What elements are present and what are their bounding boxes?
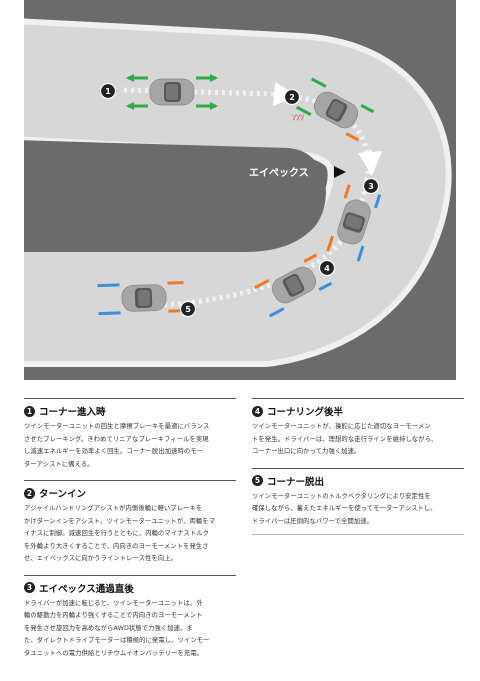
car-1 xyxy=(126,74,218,110)
svg-text:5: 5 xyxy=(185,305,191,314)
body-line: ツインモーターユニットの回生と摩擦ブレーキを最適にバランス xyxy=(24,423,210,430)
body-line: せ、エイペックスに向かうライントレース性を向上。 xyxy=(24,555,178,562)
body-line: アジャイルハンドリングアシストが内側後輪に軽いブレーキを xyxy=(24,505,203,512)
car-5 xyxy=(97,281,185,316)
section-heading: 4 コーナリング後半 xyxy=(252,404,464,418)
section-heading: 2 ターンイン xyxy=(24,486,236,500)
body-line: 輪の駆動力を内輪より強くすることで内向きのヨーモーメント xyxy=(24,612,203,619)
body-line: ツインモーターユニットが、操舵に応じた適切なヨーモーメン xyxy=(252,423,431,430)
step-number-badge: 2 xyxy=(24,487,35,499)
badge-1: 1 xyxy=(99,82,117,100)
direction-arrow-2 xyxy=(358,149,383,176)
badge-5: 5 xyxy=(179,300,197,318)
step-number-badge: 5 xyxy=(252,475,263,486)
body-line: かけターンインをアシスト。ツインモーターユニットが、両輪をマ xyxy=(24,517,216,525)
body-line: ドライバーは圧倒的なパワーで全開加速。 xyxy=(252,517,374,525)
section-body: ドライバーが加速に転じると、ツインモーターユニットは、外 輪の駆動力を内輪より強… xyxy=(24,598,236,661)
svg-text:1: 1 xyxy=(105,87,111,96)
body-line: させたブレーキング。きわめてリニアなブレーキフィールを実現 xyxy=(24,435,209,443)
section-4: 4 コーナリング後半 ツインモーターユニットが、操舵に応じた適切なヨーモーメン … xyxy=(252,398,464,459)
section-title: コーナー進入時 xyxy=(39,407,106,418)
body-line: ターアシストに備える。 xyxy=(24,460,94,468)
section-title: コーナー脱出 xyxy=(267,476,325,488)
section-title: エイペックス通過直後 xyxy=(39,583,134,595)
section-divider xyxy=(252,398,464,399)
body-line: し減速エネルギーを効率よく回生。コーナー脱出加速時のモー xyxy=(24,448,204,455)
body-line: を発生させ旋回力を高めながらAWD状態で力強く加速。ま xyxy=(24,624,193,632)
section-divider xyxy=(24,480,236,481)
step-number-badge: 1 xyxy=(24,405,35,417)
description-sections: 1 コーナー進入時 ツインモーターユニットの回生と摩擦ブレーキを最適にバランス … xyxy=(24,398,464,669)
section-divider xyxy=(24,574,236,576)
svg-text:3: 3 xyxy=(368,182,374,191)
section-body: ツインモーターユニットが、操舵に応じた適切なヨーモーメン トを発生。ドライバーは… xyxy=(252,421,464,459)
body-line: コーナー出口に向かって力強く加速。 xyxy=(252,448,361,455)
section-end-divider xyxy=(252,534,464,535)
section-heading: 5 コーナー脱出 xyxy=(252,474,464,488)
badge-3: 3 xyxy=(362,177,380,195)
car-4 xyxy=(253,253,333,318)
body-line: ツインモーターユニットのトルクベクタリングにより安定性を xyxy=(252,492,431,500)
step-number-badge: 3 xyxy=(24,582,35,593)
section-title: ターンイン xyxy=(39,489,87,500)
section-body: ツインモーターユニットの回生と摩擦ブレーキを最適にバランス させたブレーキング。… xyxy=(24,421,236,471)
left-column: 1 コーナー進入時 ツインモーターユニットの回生と摩擦ブレーキを最適にバランス … xyxy=(24,398,236,669)
body-line: トを発生。ドライバーは、理想的な走行ラインを維持しながら、 xyxy=(252,435,438,443)
section-heading: 1 コーナー進入時 xyxy=(24,404,236,418)
body-line: ドライバーが加速に転じると、ツインモーターユニットは、外 xyxy=(24,599,203,607)
section-3: 3 エイペックス通過直後 ドライバーが加速に転じると、ツインモーターユニットは、… xyxy=(24,574,236,661)
section-heading: 3 エイペックス通過直後 xyxy=(24,581,236,595)
cornering-diagram: ｿｿｿ エイペックス 1 2 xyxy=(24,0,456,380)
infield xyxy=(24,140,326,252)
svg-text:4: 4 xyxy=(324,264,330,273)
section-body: アジャイルハンドリングアシストが内側後輪に軽いブレーキを かけターンインをアシス… xyxy=(24,503,236,566)
body-line: を外輪より大きくすることで、内向きのヨーモーメントを発生さ xyxy=(24,542,209,550)
section-2: 2 ターンイン アジャイルハンドリングアシストが内側後輪に軽いブレーキを かけタ… xyxy=(24,480,236,566)
brake-mark: ｿｿｿ xyxy=(292,113,304,122)
car-3 xyxy=(326,184,382,262)
section-divider xyxy=(24,398,236,399)
section-1: 1 コーナー進入時 ツインモーターユニットの回生と摩擦ブレーキを最適にバランス … xyxy=(24,398,236,471)
section-body: ツインモーターユニットのトルクベクタリングにより安定性を 確保しながら、蓄えたエ… xyxy=(252,491,464,529)
step-number-badge: 4 xyxy=(252,405,263,417)
car-2 xyxy=(295,77,375,142)
svg-text:2: 2 xyxy=(289,93,295,102)
direction-arrow-1 xyxy=(273,82,298,106)
right-column: 4 コーナリング後半 ツインモーターユニットが、操舵に応じた適切なヨーモーメン … xyxy=(252,398,464,544)
section-title: コーナリング後半 xyxy=(267,407,344,418)
section-divider xyxy=(252,467,464,469)
body-line: た、ダイレクトドライブモーターは積極的に発電し、ツインモー xyxy=(24,637,210,644)
apex-label: エイペックス xyxy=(249,167,309,179)
badge-4: 4 xyxy=(318,259,336,277)
badge-2: 2 xyxy=(283,88,301,106)
body-line: タユニットへの電力供給とリチウムイオンバッテリーを充電。 xyxy=(24,649,204,657)
body-line: イナスに制御。減速回生を行うとともに、内輪のマイナストルク xyxy=(24,530,210,537)
body-line: 確保しながら、蓄えたエネルギーを使ってモーターアシストし、 xyxy=(252,505,437,512)
apex-marker xyxy=(334,166,346,178)
section-5: 5 コーナー脱出 ツインモーターユニットのトルクベクタリングにより安定性を 確保… xyxy=(252,467,464,535)
